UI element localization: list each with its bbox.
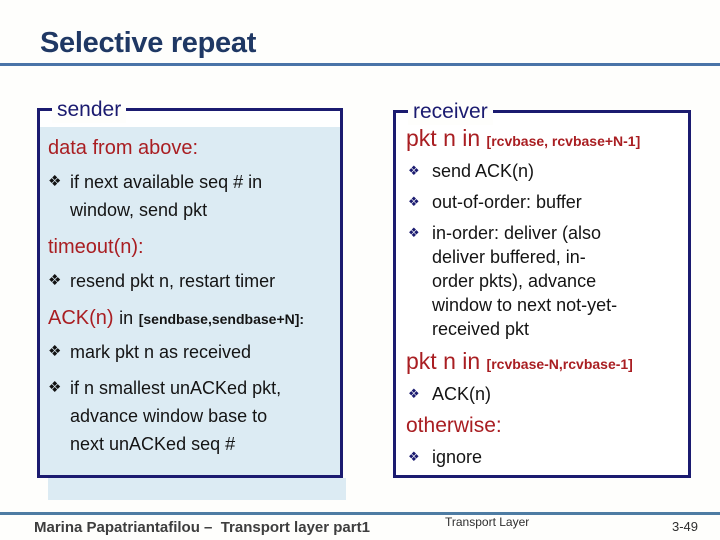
- pkt-keyword: pkt n in: [406, 125, 487, 151]
- pkt-range: [rcvbase-N,rcvbase-1]: [486, 356, 633, 372]
- sender-bullet-text: if next available seq # in window, send …: [70, 172, 263, 220]
- ack-range: [sendbase,sendbase+N]:: [138, 311, 305, 327]
- list-item: ❖ send ACK(n): [406, 159, 684, 183]
- sender-box-shadow: [48, 478, 346, 500]
- receiver-bullet-text: in-order: deliver (also deliver buffered…: [432, 223, 618, 339]
- diamond-bullet-icon: ❖: [408, 225, 420, 240]
- pkt-range: [rcvbase, rcvbase+N-1]: [486, 133, 641, 149]
- list-item: ❖ if n smallest unACKed pkt, advance win…: [48, 374, 336, 458]
- receiver-content: pkt n in [rcvbase, rcvbase+N-1] ❖ send A…: [396, 113, 688, 469]
- diamond-bullet-icon: ❖: [408, 449, 420, 464]
- receiver-heading-pkt-in-window: pkt n in [rcvbase, rcvbase+N-1]: [406, 125, 684, 152]
- diamond-bullet-icon: ❖: [408, 194, 420, 209]
- footer-author: Marina Papatriantafilou – Transport laye…: [34, 519, 370, 536]
- list-item: ❖ ignore: [406, 445, 684, 469]
- list-item: ❖ if next available seq # in window, sen…: [48, 168, 336, 224]
- list-item: ❖ mark pkt n as received: [48, 338, 336, 366]
- receiver-bullet-text: out-of-order: buffer: [432, 192, 582, 212]
- sender-bullet-text: if n smallest unACKed pkt, advance windo…: [70, 378, 282, 454]
- list-item: ❖ ACK(n): [406, 382, 684, 406]
- footer-divider: [0, 512, 720, 515]
- receiver-heading-otherwise: otherwise:: [406, 414, 502, 437]
- diamond-bullet-icon: ❖: [48, 272, 62, 289]
- list-item: ❖ out-of-order: buffer: [406, 190, 684, 214]
- list-item: ❖ in-order: deliver (also deliver buffer…: [406, 221, 684, 341]
- page-number: 3-49: [671, 519, 698, 534]
- sender-heading-ack: ACK(n) in [sendbase,sendbase+N]:: [48, 307, 336, 330]
- receiver-bullet-text: ignore: [432, 447, 483, 467]
- sender-box-label: sender: [52, 97, 127, 123]
- diamond-bullet-icon: ❖: [48, 343, 62, 360]
- sender-heading-data-from-above: data from above:: [48, 137, 199, 159]
- diamond-bullet-icon: ❖: [408, 386, 420, 401]
- pkt-keyword: pkt n in: [406, 348, 487, 374]
- diamond-bullet-icon: ❖: [48, 173, 62, 190]
- sender-content: data from above: ❖ if next available seq…: [40, 127, 340, 475]
- sender-box: sender data from above: ❖ if next availa…: [37, 97, 343, 478]
- receiver-box: receiver pkt n in [rcvbase, rcvbase+N-1]…: [393, 99, 691, 478]
- sender-bullet-text: mark pkt n as received: [70, 342, 252, 362]
- receiver-bullet-text: ACK(n): [432, 384, 492, 404]
- title-underline: [0, 63, 720, 66]
- diamond-bullet-icon: ❖: [408, 163, 420, 178]
- page-title: Selective repeat: [40, 27, 257, 59]
- list-item: ❖ resend pkt n, restart timer: [48, 267, 336, 295]
- sender-heading-timeout: timeout(n):: [48, 236, 144, 258]
- sender-bullet-text: resend pkt n, restart timer: [70, 271, 276, 291]
- ack-in-word: in: [119, 308, 134, 328]
- receiver-box-label: receiver: [408, 99, 493, 125]
- footer-section: Transport Layer: [445, 515, 530, 529]
- diamond-bullet-icon: ❖: [48, 379, 62, 396]
- receiver-bullet-text: send ACK(n): [432, 161, 535, 181]
- ack-keyword: ACK(n): [48, 307, 114, 329]
- receiver-heading-pkt-in-old: pkt n in [rcvbase-N,rcvbase-1]: [406, 348, 684, 375]
